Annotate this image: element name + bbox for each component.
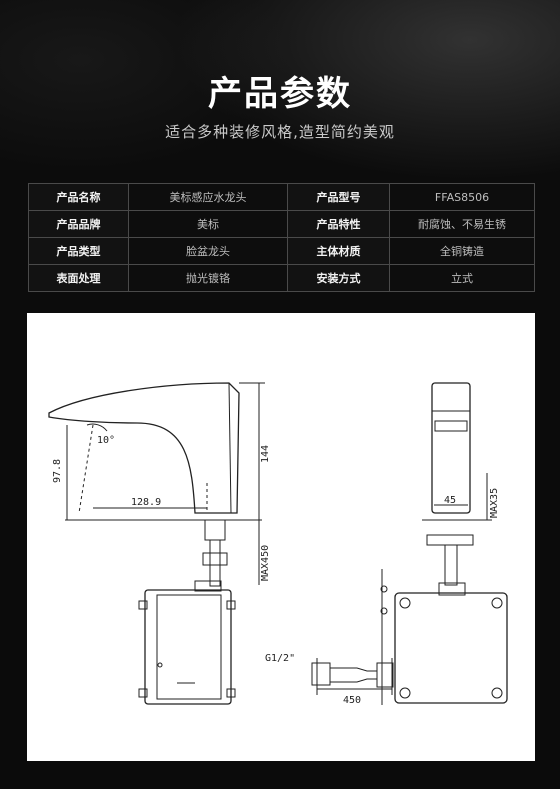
page-title: 产品参数	[208, 74, 352, 114]
dim-hose-max: MAX450	[260, 545, 271, 581]
control-box-clip	[194, 580, 222, 592]
faucet-pipe	[209, 539, 221, 587]
dim-base-width: 45	[444, 495, 456, 506]
spec-value: 耐腐蚀、不易生锈	[389, 210, 535, 238]
front-sensor-window	[434, 420, 468, 432]
spec-table: 产品名称 美标感应水龙头 产品型号 FFAS8506 产品品牌 美标 产品特性 …	[28, 183, 535, 292]
spec-label: 产品名称	[28, 183, 129, 211]
faucet-nut	[202, 552, 228, 566]
control-box-inner	[156, 594, 222, 700]
dim-hose-length: 450	[343, 695, 361, 706]
spec-label: 主体材质	[287, 237, 390, 265]
spec-value: 立式	[389, 264, 535, 292]
front-control-box	[394, 592, 508, 704]
control-box	[144, 589, 232, 705]
front-pipe	[444, 544, 458, 586]
spec-value: 美标感应水龙头	[128, 183, 288, 211]
inlet-fitting-right	[376, 662, 394, 688]
table-row: 表面处理 抛光镀铬 安装方式 立式	[28, 264, 535, 292]
table-row: 产品名称 美标感应水龙头 产品型号 FFAS8506	[28, 183, 535, 211]
spec-label: 产品品牌	[28, 210, 129, 238]
dim-height-left: 97.8	[52, 459, 63, 483]
angle-line	[78, 424, 94, 514]
spec-label: 产品型号	[287, 183, 390, 211]
spec-value: FFAS8506	[389, 183, 535, 211]
dim-spout-reach: 128.9	[131, 497, 161, 508]
table-row: 产品品牌 美标 产品特性 耐腐蚀、不易生锈	[28, 210, 535, 238]
front-box-clip	[438, 582, 466, 596]
dim-deck-max: MAX35	[489, 488, 500, 518]
faucet-body-line	[228, 382, 232, 514]
technical-drawing: 10° 128.9 97.8 144 MAX450 MAX35 45 G1/2"…	[27, 313, 535, 761]
faucet-spout-outline	[48, 382, 240, 514]
front-body	[431, 382, 471, 514]
spec-value: 全铜铸造	[389, 237, 535, 265]
angle-arc	[86, 423, 108, 432]
spec-label: 产品特性	[287, 210, 390, 238]
faucet-shank	[204, 519, 226, 541]
inlet-hose	[329, 667, 378, 683]
page-subtitle: 适合多种装修风格,造型简约美观	[165, 123, 395, 141]
spec-label: 产品类型	[28, 237, 129, 265]
dim-thread: G1/2"	[265, 653, 295, 664]
spec-value: 抛光镀铬	[128, 264, 288, 292]
spec-label: 表面处理	[28, 264, 129, 292]
technical-drawing-svg: 10° 128.9 97.8 144 MAX450 MAX35 45 G1/2"…	[48, 382, 508, 706]
dim-height-body: 144	[260, 445, 271, 463]
spec-value: 美标	[128, 210, 288, 238]
dim-angle: 10°	[97, 435, 115, 446]
spec-value: 脸盆龙头	[128, 237, 288, 265]
table-row: 产品类型 脸盆龙头 主体材质 全铜铸造	[28, 237, 535, 265]
inlet-fitting-left	[311, 662, 331, 686]
front-nut	[426, 534, 474, 546]
spec-label: 安装方式	[287, 264, 390, 292]
